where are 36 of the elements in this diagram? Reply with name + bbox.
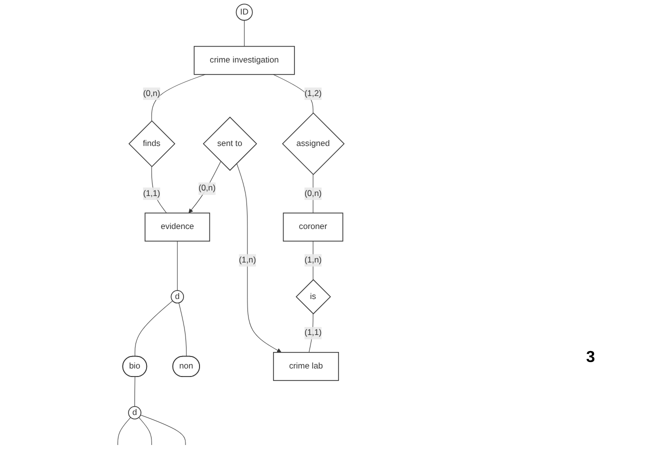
edge-label: (1,1) <box>143 189 160 198</box>
connector-line <box>312 240 314 280</box>
node-diamond: is <box>296 279 331 314</box>
connector-line <box>244 20 245 47</box>
connector-line <box>151 74 206 122</box>
connector-line <box>140 414 186 446</box>
connector-line <box>138 417 152 446</box>
connector-line <box>134 376 136 407</box>
connector-line <box>273 74 314 114</box>
edge-label: (1,1) <box>304 328 322 338</box>
node-diamond: sent to <box>202 116 258 171</box>
edge-label: (1,n) <box>238 256 256 265</box>
edge-label: (0,n) <box>304 189 322 198</box>
connector-line <box>118 417 131 446</box>
node-box: crime investigation <box>194 46 295 75</box>
connector-line <box>134 300 173 357</box>
node-diamond: assigned <box>282 112 345 176</box>
connector-line <box>308 314 314 353</box>
node-circle: d <box>170 290 184 304</box>
page-number: 3 <box>586 349 595 367</box>
arrow <box>236 163 282 353</box>
arrow <box>188 161 222 214</box>
node-circle: d <box>128 406 142 420</box>
edge-label: (1,n) <box>304 256 322 265</box>
node-box: coroner <box>282 212 344 242</box>
edge-label: (0,n) <box>198 184 216 193</box>
edge-label: (0,n) <box>143 89 160 98</box>
connector-line <box>177 240 178 291</box>
node-box: crime lab <box>273 352 339 381</box>
node-box: evidence <box>144 212 210 242</box>
connector-line <box>178 302 187 357</box>
node-diamond: finds <box>128 120 176 168</box>
connector-line <box>312 174 314 214</box>
connector-line <box>151 166 167 214</box>
node-circle: ID <box>236 4 253 21</box>
edge-label: (1,2) <box>304 89 322 98</box>
